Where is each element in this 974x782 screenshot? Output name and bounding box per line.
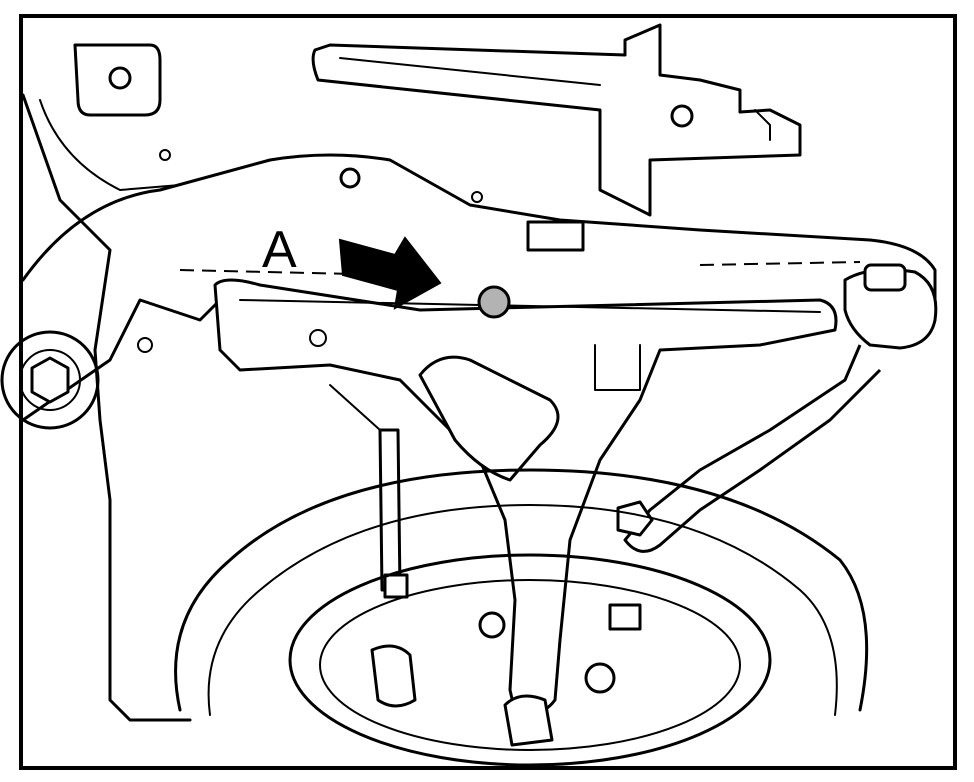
callout-label: A [262, 221, 297, 279]
mount-pad [73, 43, 162, 117]
upper-bracket [311, 23, 802, 217]
nut-icon [30, 356, 70, 404]
nut-icon [108, 66, 132, 90]
stabilizer-link [329, 384, 417, 708]
bolt-icon [478, 611, 506, 639]
body-panel [21, 43, 192, 722]
left-bushing [0, 330, 100, 430]
bolt-icon [616, 500, 654, 537]
marker-dot [477, 285, 511, 319]
arrow-right-icon [338, 236, 442, 310]
bolt-icon [339, 167, 361, 189]
tire [174, 468, 869, 767]
nut-icon [584, 662, 616, 694]
bolt-icon [670, 104, 694, 128]
lower-control-arm [213, 278, 838, 747]
right-link [616, 263, 938, 553]
